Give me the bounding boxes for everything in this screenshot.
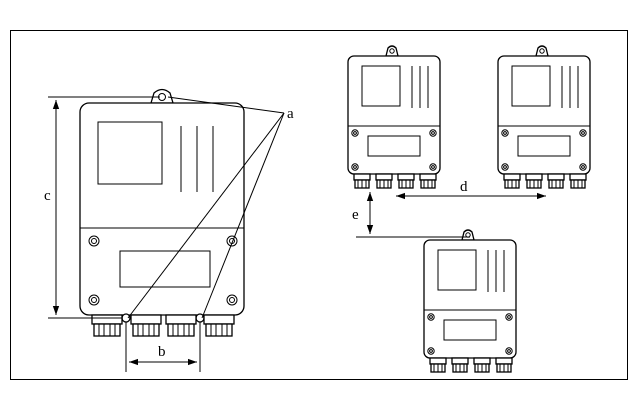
dimension-e (356, 192, 470, 238)
screw-icon (88, 235, 100, 247)
housing-body (79, 102, 245, 316)
dimension-b (125, 322, 201, 372)
cable-gland-icon (130, 314, 162, 337)
transmitter-housing-top-left (347, 45, 441, 189)
label-a: a (287, 106, 294, 122)
cable-gland-icon (203, 314, 235, 337)
display-window (97, 121, 163, 185)
label-d: d (460, 179, 468, 195)
label-e: e (352, 207, 359, 223)
screw-icon (226, 294, 238, 306)
mounting-ear-top (150, 88, 174, 104)
large-transmitter-housing (79, 88, 245, 337)
terminal-label (119, 250, 211, 288)
transmitter-housing-top-right (497, 45, 591, 189)
screw-icon (88, 294, 100, 306)
dimension-c (48, 96, 160, 319)
label-c: c (44, 188, 51, 204)
leader-lines-a (127, 96, 285, 319)
diagram-frame (10, 30, 628, 380)
transmitter-housing-bottom (423, 229, 517, 373)
mounting-hole-icon (121, 313, 131, 323)
cable-gland-icon (165, 314, 197, 337)
cable-gland-icon (91, 314, 123, 337)
label-b: b (158, 344, 166, 360)
